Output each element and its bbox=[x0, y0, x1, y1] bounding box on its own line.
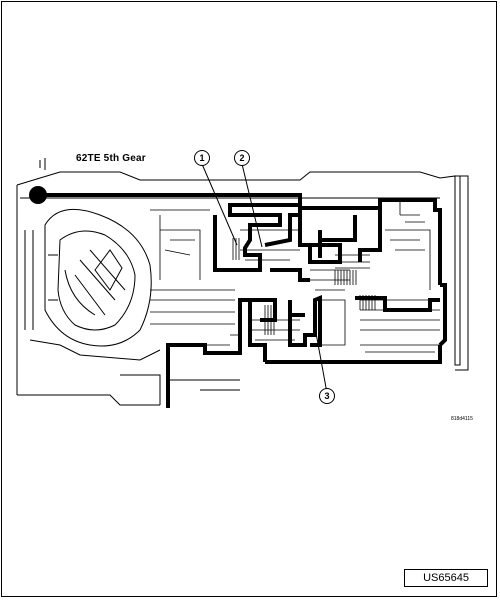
clutch-packs bbox=[232, 238, 376, 335]
callout-2: 2 bbox=[234, 150, 250, 166]
callout-3: 3 bbox=[319, 388, 335, 404]
shaft-details bbox=[150, 200, 440, 353]
callout-leaders bbox=[201, 163, 328, 394]
callout-1: 1 bbox=[194, 150, 210, 166]
pump-inlet-dot bbox=[29, 186, 47, 204]
oil-flow-circuit bbox=[38, 193, 447, 408]
housing-outline bbox=[16, 158, 469, 406]
diagram-title: 62TE 5th Gear bbox=[76, 153, 146, 164]
torque-converter bbox=[44, 208, 152, 347]
figure-id-label: US65645 bbox=[404, 569, 488, 587]
drawing-code: 818d4115 bbox=[451, 416, 473, 422]
